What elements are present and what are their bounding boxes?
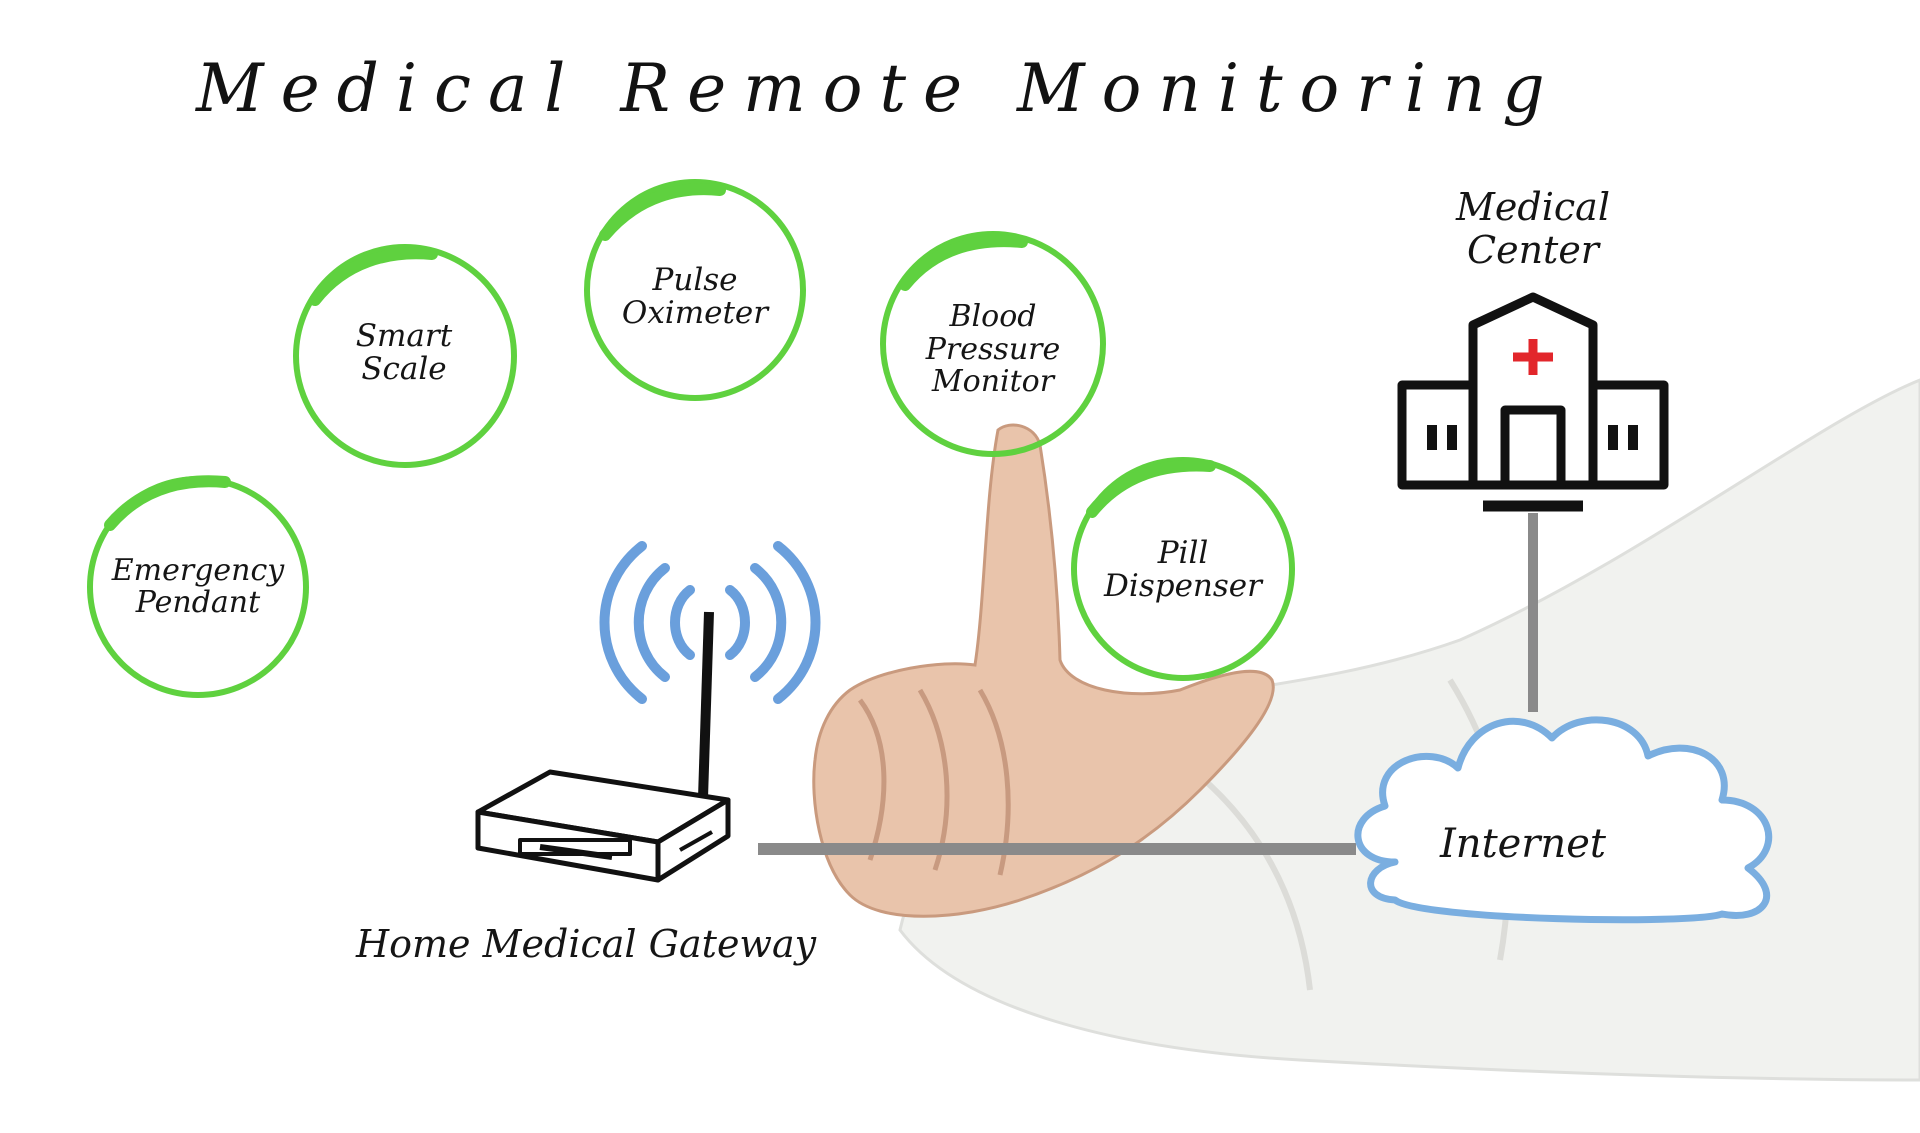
device-label: Smart Scale (355, 317, 453, 387)
internet-label: Internet (1440, 821, 1606, 867)
cloud-icon (1354, 716, 1773, 924)
device-pill-dispenser: Pill Dispenser (1075, 525, 1291, 615)
smart-scale-stroke (309, 247, 438, 306)
pill-dispenser-circle (1071, 457, 1295, 681)
page-title: Medical Remote Monitoring (196, 50, 1562, 127)
wifi-signal-icon (599, 541, 821, 704)
device-label: Pill Dispenser (1104, 534, 1262, 604)
device-emergency-pendant: Emergency Pendant (90, 540, 306, 634)
device-circles (87, 179, 1295, 698)
device-label: Emergency Pendant (111, 552, 285, 620)
hand (812, 423, 1275, 918)
pulse-oximeter-circle (584, 179, 806, 401)
device-label: Pulse Oximeter (621, 261, 769, 331)
emergency-pendant-stroke (104, 475, 231, 531)
hospital-building-icon (1397, 292, 1669, 512)
gateway-label: Home Medical Gateway (356, 922, 817, 966)
medical-center-label: Medical Center (1456, 185, 1610, 272)
hand-pointing-illustration (812, 378, 1920, 1082)
pill-dispenser-stroke (1086, 459, 1216, 518)
device-pulse-oximeter: Pulse Oximeter (587, 250, 803, 344)
pulse-oximeter-stroke (599, 183, 726, 241)
wifi-router-icon (475, 611, 731, 883)
device-blood-pressure-monitor: Blood Pressure Monitor (883, 290, 1103, 410)
blood-pressure-monitor-stroke (899, 235, 1028, 291)
smart-scale-circle (293, 244, 517, 468)
device-smart-scale: Smart Scale (296, 306, 512, 400)
device-label: Blood Pressure Monitor (925, 299, 1061, 400)
blood-pressure-monitor-circle (880, 231, 1106, 457)
